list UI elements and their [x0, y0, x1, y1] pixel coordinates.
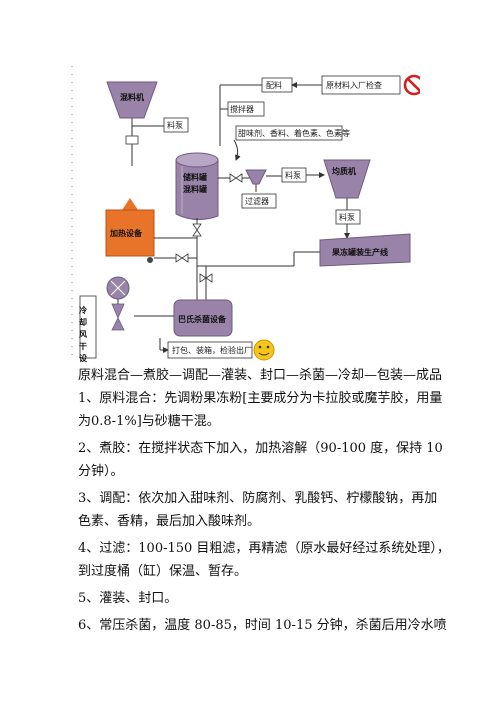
step-3-line-2: 色素、香精，最后加入酸味剂。	[78, 514, 261, 529]
step-4-line-1: 4、过滤：100-150 目粗滤，再精滤（原水最好经过系统处理），	[78, 541, 450, 556]
stirrer-label: 搅拌器	[230, 104, 254, 114]
homogenizer-funnel-icon	[323, 159, 371, 199]
mixing-tank-icon	[175, 152, 219, 220]
step-5: 5、灌装、封口。	[78, 591, 178, 606]
filter-label: 过滤器	[245, 196, 269, 206]
process-summary: 原料混合—煮胶—调配—灌装、封口—杀菌—冷却—包装—成品	[78, 368, 443, 383]
step-3-line-1: 3、调配：依次加入甜味剂、防腐剂、乳酸钙、柠檬酸钠，再加	[78, 491, 438, 506]
ingredient-label: 配料	[266, 80, 282, 90]
prohibition-icon	[403, 74, 420, 96]
step-4-line-2: 到过度桶（缸）保温、暂存。	[78, 564, 248, 579]
step-2-line-2: 分钟）。	[78, 464, 124, 479]
feed-pump-2-label: 料泵	[285, 170, 301, 180]
homogenizer-label: 均质机	[332, 166, 356, 176]
feed-pump-1-label: 料泵	[167, 120, 183, 130]
step-6: 6、常压杀菌，温度 80-85，时间 10-15 分钟，杀菌后用冷水喷	[78, 618, 447, 633]
inspection-label: 原材料入厂检查	[326, 80, 382, 90]
packing-label: 打包、装箱，检验出厂	[172, 345, 252, 355]
cooling-dryer-label: 冷却风干设施	[79, 305, 88, 366]
mixer-label: 混料机	[120, 92, 144, 102]
process-text: 原料混合—煮胶—调配—灌装、封口—杀菌—冷却—包装—成品 1、原料混合：先调粉果…	[78, 364, 488, 637]
production-line-label: 果冻罐装生产线	[331, 247, 388, 257]
heater-label: 加热设备	[109, 228, 143, 238]
process-flow-diagram: 混料机 料泵 配料 原材料入厂检查 搅拌器 甜味剂、香料、着色素、色素等	[71, 66, 420, 366]
step-1-line-2: 为0.8-1%]与砂糖干混。	[78, 414, 220, 429]
filter-funnel-icon	[245, 169, 267, 185]
fan-icon	[106, 276, 130, 300]
production-line-icon	[319, 233, 411, 267]
pasteurizer-label: 巴氏杀菌设备	[178, 314, 227, 324]
tank-bottom-label: 混料罐	[183, 184, 207, 194]
additives-label: 甜味剂、香料、着色素、色素等	[238, 128, 350, 138]
step-1-line-1: 1、原料混合：先调粉果冻粉[主要成分为卡拉胶或魔芋胶，用量	[78, 391, 443, 406]
tank-top-label: 储料罐	[182, 172, 207, 182]
heater-arrow-icon	[122, 198, 138, 210]
step-2-line-1: 2、煮胶：在搅拌状态下加入，加热溶解（90-100 度，保持 10	[78, 441, 443, 456]
feed-pump-3-label: 料泵	[339, 212, 355, 222]
mixer-funnel-icon	[106, 81, 158, 119]
smiley-icon	[253, 339, 275, 361]
cooling-cone-icon	[111, 303, 125, 331]
